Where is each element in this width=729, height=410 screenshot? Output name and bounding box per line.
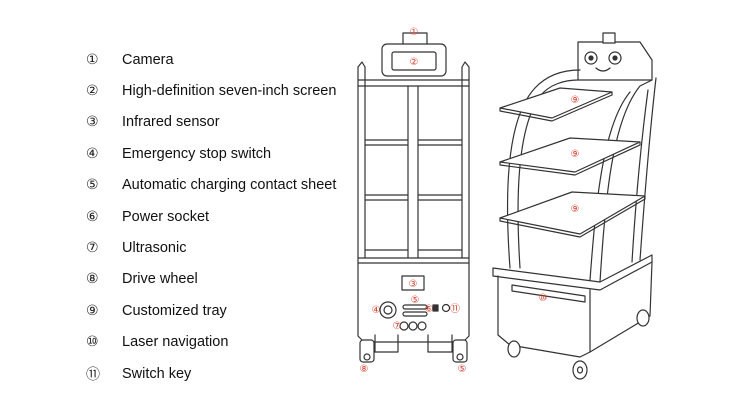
legend-label: Power socket bbox=[122, 208, 210, 225]
angled-view-robot bbox=[492, 32, 657, 380]
robot-head bbox=[577, 41, 653, 81]
front-chassis-left bbox=[374, 334, 399, 353]
robot-pupil-left bbox=[588, 55, 594, 61]
robot-eye-right bbox=[608, 51, 622, 65]
frame-arch-right bbox=[639, 77, 657, 261]
legend-item: ⑦ Ultrasonic bbox=[86, 232, 336, 263]
legend-number: ④ bbox=[86, 145, 99, 162]
tray-middle-edge bbox=[499, 141, 641, 176]
angled-wheel-left bbox=[507, 340, 521, 358]
base-top-plate bbox=[492, 254, 653, 291]
front-shelf-2 bbox=[364, 194, 463, 201]
charging-contact-lower bbox=[402, 311, 428, 317]
drive-wheel-left bbox=[359, 339, 375, 363]
frame-arch-right-inner bbox=[631, 89, 649, 263]
angled-wheel-front-hub bbox=[576, 366, 584, 374]
callout-laser: ⑩ bbox=[539, 293, 548, 304]
ultrasonic-sensor-right bbox=[417, 321, 427, 331]
angled-wheel-front bbox=[572, 360, 588, 380]
robot-head-camera bbox=[602, 32, 616, 44]
callout-camera: ① bbox=[410, 27, 419, 38]
legend-number: ② bbox=[86, 83, 99, 100]
legend-number: ① bbox=[86, 51, 99, 68]
legend-label: Infrared sensor bbox=[122, 114, 220, 131]
legend-label: Drive wheel bbox=[122, 271, 198, 288]
legend-item: ⑪ Switch key bbox=[86, 358, 336, 389]
charging-contact-upper bbox=[402, 304, 428, 310]
laser-navigation-slot bbox=[511, 284, 586, 303]
frame-arch-front-outer bbox=[599, 79, 653, 283]
tray-top bbox=[499, 87, 613, 119]
drive-wheel-right bbox=[452, 339, 468, 363]
tray-top-edge bbox=[499, 91, 613, 122]
callout-tray-top: ⑨ bbox=[571, 95, 580, 106]
ultrasonic-sensor-mid bbox=[408, 321, 418, 331]
tray-low-edge bbox=[499, 195, 646, 238]
front-chassis-right bbox=[427, 334, 453, 353]
frame-center-column bbox=[407, 85, 419, 259]
drive-wheel-right-hub bbox=[456, 353, 464, 361]
legend-item: ⑨ Customized tray bbox=[86, 295, 336, 326]
legend-label: High-definition seven-inch screen bbox=[122, 83, 337, 100]
legend-item: ③ Infrared sensor bbox=[86, 107, 336, 138]
legend-label: Automatic charging contact sheet bbox=[122, 177, 337, 194]
front-screen bbox=[391, 51, 437, 71]
legend-number: ⑨ bbox=[86, 302, 99, 319]
frame-arch-front-inner bbox=[589, 91, 631, 281]
legend-item: ⑩ Laser navigation bbox=[86, 327, 336, 358]
switch-key bbox=[441, 303, 451, 313]
legend-item: ② High-definition seven-inch screen bbox=[86, 75, 336, 106]
robot-smile bbox=[595, 67, 611, 72]
emergency-stop-switch-inner bbox=[383, 305, 393, 315]
legend-number: ⑤ bbox=[86, 177, 99, 194]
callout-tray-low: ⑨ bbox=[571, 204, 580, 215]
frame-post-right bbox=[461, 61, 470, 259]
robot-eye-left bbox=[584, 51, 598, 65]
callout-infrared: ③ bbox=[409, 279, 418, 290]
legend-item: ① Camera bbox=[86, 44, 336, 75]
legend-item: ⑧ Drive wheel bbox=[86, 264, 336, 295]
legend-number: ⑦ bbox=[86, 240, 99, 257]
infrared-sensor-window bbox=[401, 275, 425, 291]
callout-wheel-right: ⑤ bbox=[458, 364, 467, 375]
legend-number: ⑧ bbox=[86, 271, 99, 288]
callout-labels: ① ② ③ ④ ⑤ ⑥ ⑪ ⑦ ⑧ ⑤ ⑨ ⑨ ⑨ ⑩ bbox=[360, 27, 580, 375]
legend-label: Customized tray bbox=[122, 302, 227, 319]
legend-label: Ultrasonic bbox=[122, 240, 187, 257]
robot-pupil-right bbox=[612, 55, 618, 61]
callout-charging: ⑤ bbox=[411, 295, 420, 306]
legend-number: ⑪ bbox=[86, 366, 100, 383]
legend-label: Emergency stop switch bbox=[122, 145, 272, 162]
callout-tray-middle: ⑨ bbox=[571, 149, 580, 160]
legend-number: ③ bbox=[86, 114, 99, 131]
legend-number: ⑥ bbox=[86, 208, 99, 225]
front-view-robot bbox=[357, 32, 470, 363]
legend-number: ⑩ bbox=[86, 334, 99, 351]
angled-wheel-right bbox=[636, 309, 650, 327]
legend-label: Switch key bbox=[122, 365, 192, 382]
callout-switch: ⑪ bbox=[450, 303, 460, 315]
legend-label: Camera bbox=[122, 51, 174, 68]
emergency-stop-switch bbox=[379, 301, 397, 319]
component-legend: ① Camera ② High-definition seven-inch scre… bbox=[86, 44, 336, 389]
legend-item: ⑤ Automatic charging contact sheet bbox=[86, 170, 336, 201]
angled-base bbox=[497, 261, 653, 358]
legend-label: Laser navigation bbox=[122, 334, 229, 351]
ultrasonic-sensor-left bbox=[399, 321, 409, 331]
callout-ultrasonic: ⑦ bbox=[393, 321, 402, 332]
callout-wheel-left: ⑧ bbox=[360, 364, 369, 375]
drive-wheel-left-hub bbox=[363, 353, 371, 361]
legend-item: ⑥ Power socket bbox=[86, 201, 336, 232]
power-socket bbox=[432, 304, 439, 312]
callout-power: ⑥ bbox=[425, 304, 434, 315]
legend-item: ④ Emergency stop switch bbox=[86, 138, 336, 169]
callout-estop: ④ bbox=[372, 305, 381, 316]
callout-screen: ② bbox=[410, 57, 419, 68]
front-shelf-1 bbox=[364, 139, 463, 146]
frame-post-left bbox=[357, 61, 366, 259]
